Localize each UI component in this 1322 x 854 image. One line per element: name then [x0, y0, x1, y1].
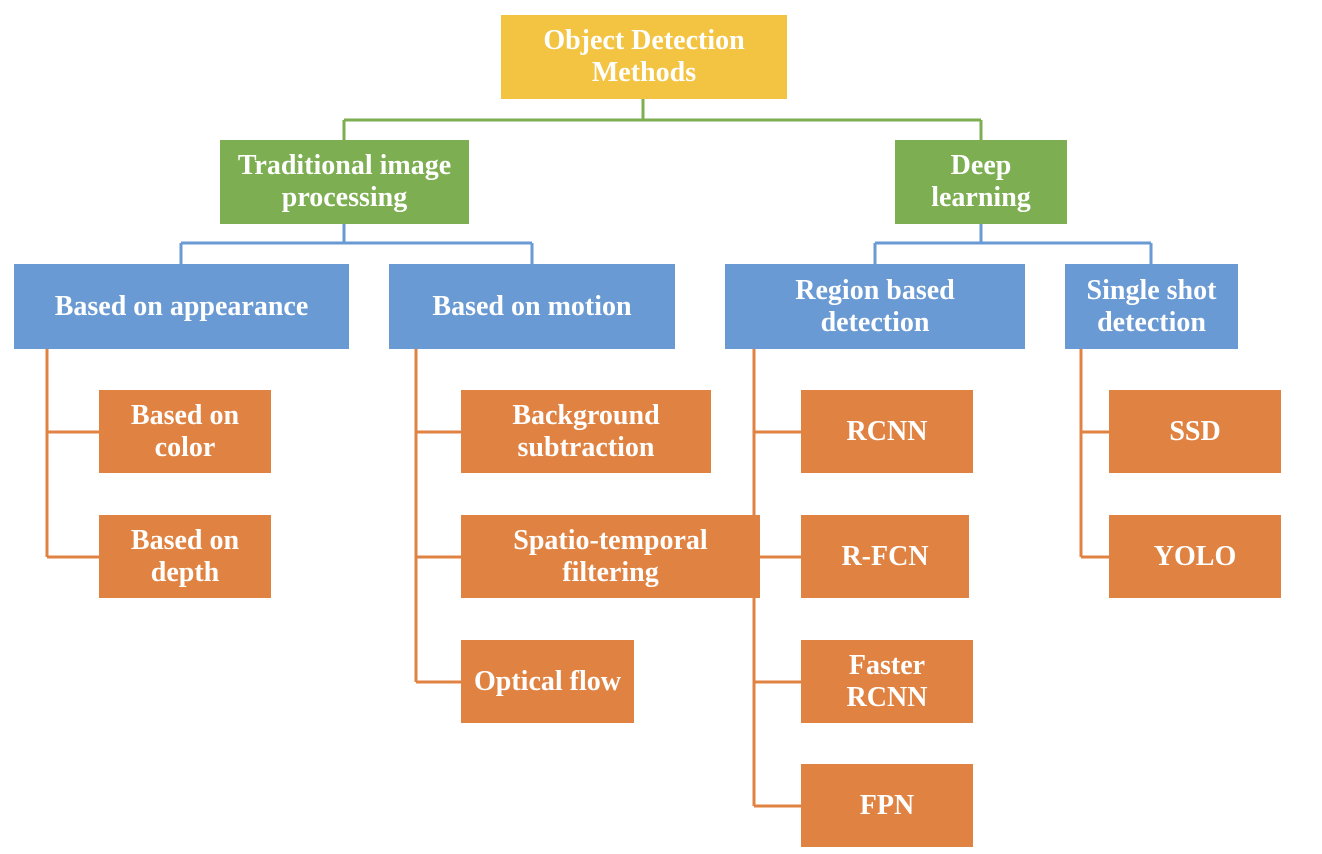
- background-subtraction-node: Background subtraction: [461, 390, 711, 473]
- spatio-temporal-filtering-node: Spatio-temporal filtering: [461, 515, 760, 598]
- region-based-detection-node: Region based detection: [725, 264, 1025, 349]
- based-on-motion-node: Based on motion: [389, 264, 675, 349]
- root-connectors: [342, 99, 983, 140]
- deep-learning-node: Deep learning: [895, 140, 1067, 224]
- leaf-connectors: [45, 349, 1109, 808]
- based-on-depth-node: Based on depth: [99, 515, 271, 598]
- optical-flow-node: Optical flow: [461, 640, 634, 723]
- based-on-color-node: Based on color: [99, 390, 271, 473]
- based-on-appearance-node: Based on appearance: [14, 264, 349, 349]
- category-connectors: [179, 224, 1153, 264]
- yolo-node: YOLO: [1109, 515, 1281, 598]
- traditional-image-processing-node: Traditional image processing: [220, 140, 469, 224]
- rcnn-node: RCNN: [801, 390, 973, 473]
- ssd-node: SSD: [1109, 390, 1281, 473]
- root-node: Object Detection Methods: [501, 15, 787, 99]
- fpn-node: FPN: [801, 764, 973, 847]
- single-shot-detection-node: Single shot detection: [1065, 264, 1238, 349]
- r-fcn-node: R-FCN: [801, 515, 969, 598]
- faster-rcnn-node: Faster RCNN: [801, 640, 973, 723]
